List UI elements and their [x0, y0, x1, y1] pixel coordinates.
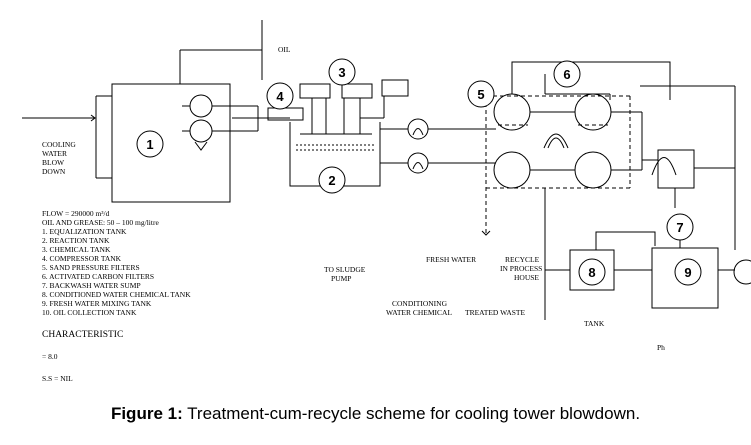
fresh-water-label: FRESH WATER: [426, 255, 476, 264]
legend-item: 8. CONDITIONED WATER CHEMICAL TANK: [42, 290, 191, 299]
conditioning-label-2: WATER CHEMICAL: [386, 308, 452, 317]
fresh-water-mixing-tank: [651, 247, 719, 309]
node-3-circle: [328, 58, 356, 86]
chemical-tank-b: [341, 83, 373, 99]
pump-1-foot: [194, 141, 208, 151]
treated-waste-label: TREATED WASTE: [465, 308, 525, 317]
node-7-label: 7: [676, 220, 683, 235]
chemical-tank-c: [381, 79, 409, 97]
sand-filter-b: [493, 151, 531, 189]
cooling-label-4: DOWN: [42, 167, 66, 176]
legend-item: 10. OIL COLLECTION TANK: [42, 308, 137, 317]
node-7-circle: [666, 213, 694, 241]
outlet-circle: [733, 259, 751, 285]
legend-item: 1. EQUALIZATION TANK: [42, 227, 127, 236]
equalization-tank: [111, 83, 231, 203]
process-flow-diagram: 1 2 3 4 5 6 7 8 9 OIL COOLING WATER BLOW…: [22, 20, 751, 383]
node-5-circle: [467, 80, 495, 108]
ph-value-label: = 8.0: [42, 352, 58, 361]
chemical-tank-a: [299, 83, 331, 99]
legend-item: 4. COMPRESSOR TANK: [42, 254, 122, 263]
figure-caption: Figure 1: Treatment-cum-recycle scheme f…: [0, 404, 751, 424]
legend-item: 3. CHEMICAL TANK: [42, 245, 111, 254]
ph-label: Ph: [657, 343, 665, 352]
pump-1b: [189, 119, 213, 143]
filter-bend: [543, 133, 569, 149]
caption-text: Treatment-cum-recycle scheme for cooling…: [182, 404, 641, 423]
legend-item: 9. FRESH WATER MIXING TANK: [42, 299, 152, 308]
conditioning-label-1: CONDITIONING: [392, 299, 448, 308]
node-5-label: 5: [477, 87, 484, 102]
recycle-label-1: RECYCLE: [505, 255, 540, 264]
ss-value-label: S.S = NIL: [42, 374, 73, 383]
inlet-arrowhead: [90, 114, 96, 122]
node-6-circle: [553, 60, 581, 88]
legend-item: 7. BACKWASH WATER SUMP: [42, 281, 141, 290]
recycle-label-2: IN PROCESS: [500, 264, 542, 273]
tank-label: TANK: [584, 319, 605, 328]
node-8-circle: [578, 258, 606, 286]
node-1-label: 1: [146, 137, 153, 152]
node-1-circle: [136, 130, 164, 158]
to-sludge-label-2: PUMP: [331, 274, 351, 283]
oil-grease-label: OIL AND GREASE: 50 – 100 mg/litre: [42, 218, 159, 227]
pump-1a: [189, 94, 213, 118]
oil-label: OIL: [278, 45, 291, 54]
node-4-label: 4: [276, 89, 284, 104]
mixing-unit: [657, 149, 695, 189]
cooling-label-3: BLOW: [42, 158, 65, 167]
node-4-circle: [266, 82, 294, 110]
characteristic-label: CHARACTERISTIC: [42, 330, 123, 340]
cooling-label-2: WATER: [42, 149, 67, 158]
node-8-label: 8: [588, 265, 595, 280]
node-9-circle: [674, 258, 702, 286]
to-sludge-label-1: TO SLUDGE: [324, 265, 366, 274]
node-3-label: 3: [338, 65, 345, 80]
top-recycle-pipe: [511, 61, 671, 100]
node-9-label: 9: [684, 265, 691, 280]
legend-item: 5. SAND PRESSURE FILTERS: [42, 263, 140, 272]
node-2-circle: [318, 166, 346, 194]
cooling-label-1: COOLING: [42, 140, 76, 149]
recycle-label-3: HOUSE: [514, 273, 539, 282]
node-2-label: 2: [328, 173, 335, 188]
flow-label: FLOW = 290000 m³/d: [42, 209, 110, 218]
carbon-filter-b: [574, 151, 612, 189]
node-6-label: 6: [563, 67, 570, 82]
legend-item: 6. ACTIVATED CARBON FILTERS: [42, 272, 154, 281]
caption-prefix: Figure 1:: [110, 404, 183, 423]
legend-item: 2. REACTION TANK: [42, 236, 110, 245]
